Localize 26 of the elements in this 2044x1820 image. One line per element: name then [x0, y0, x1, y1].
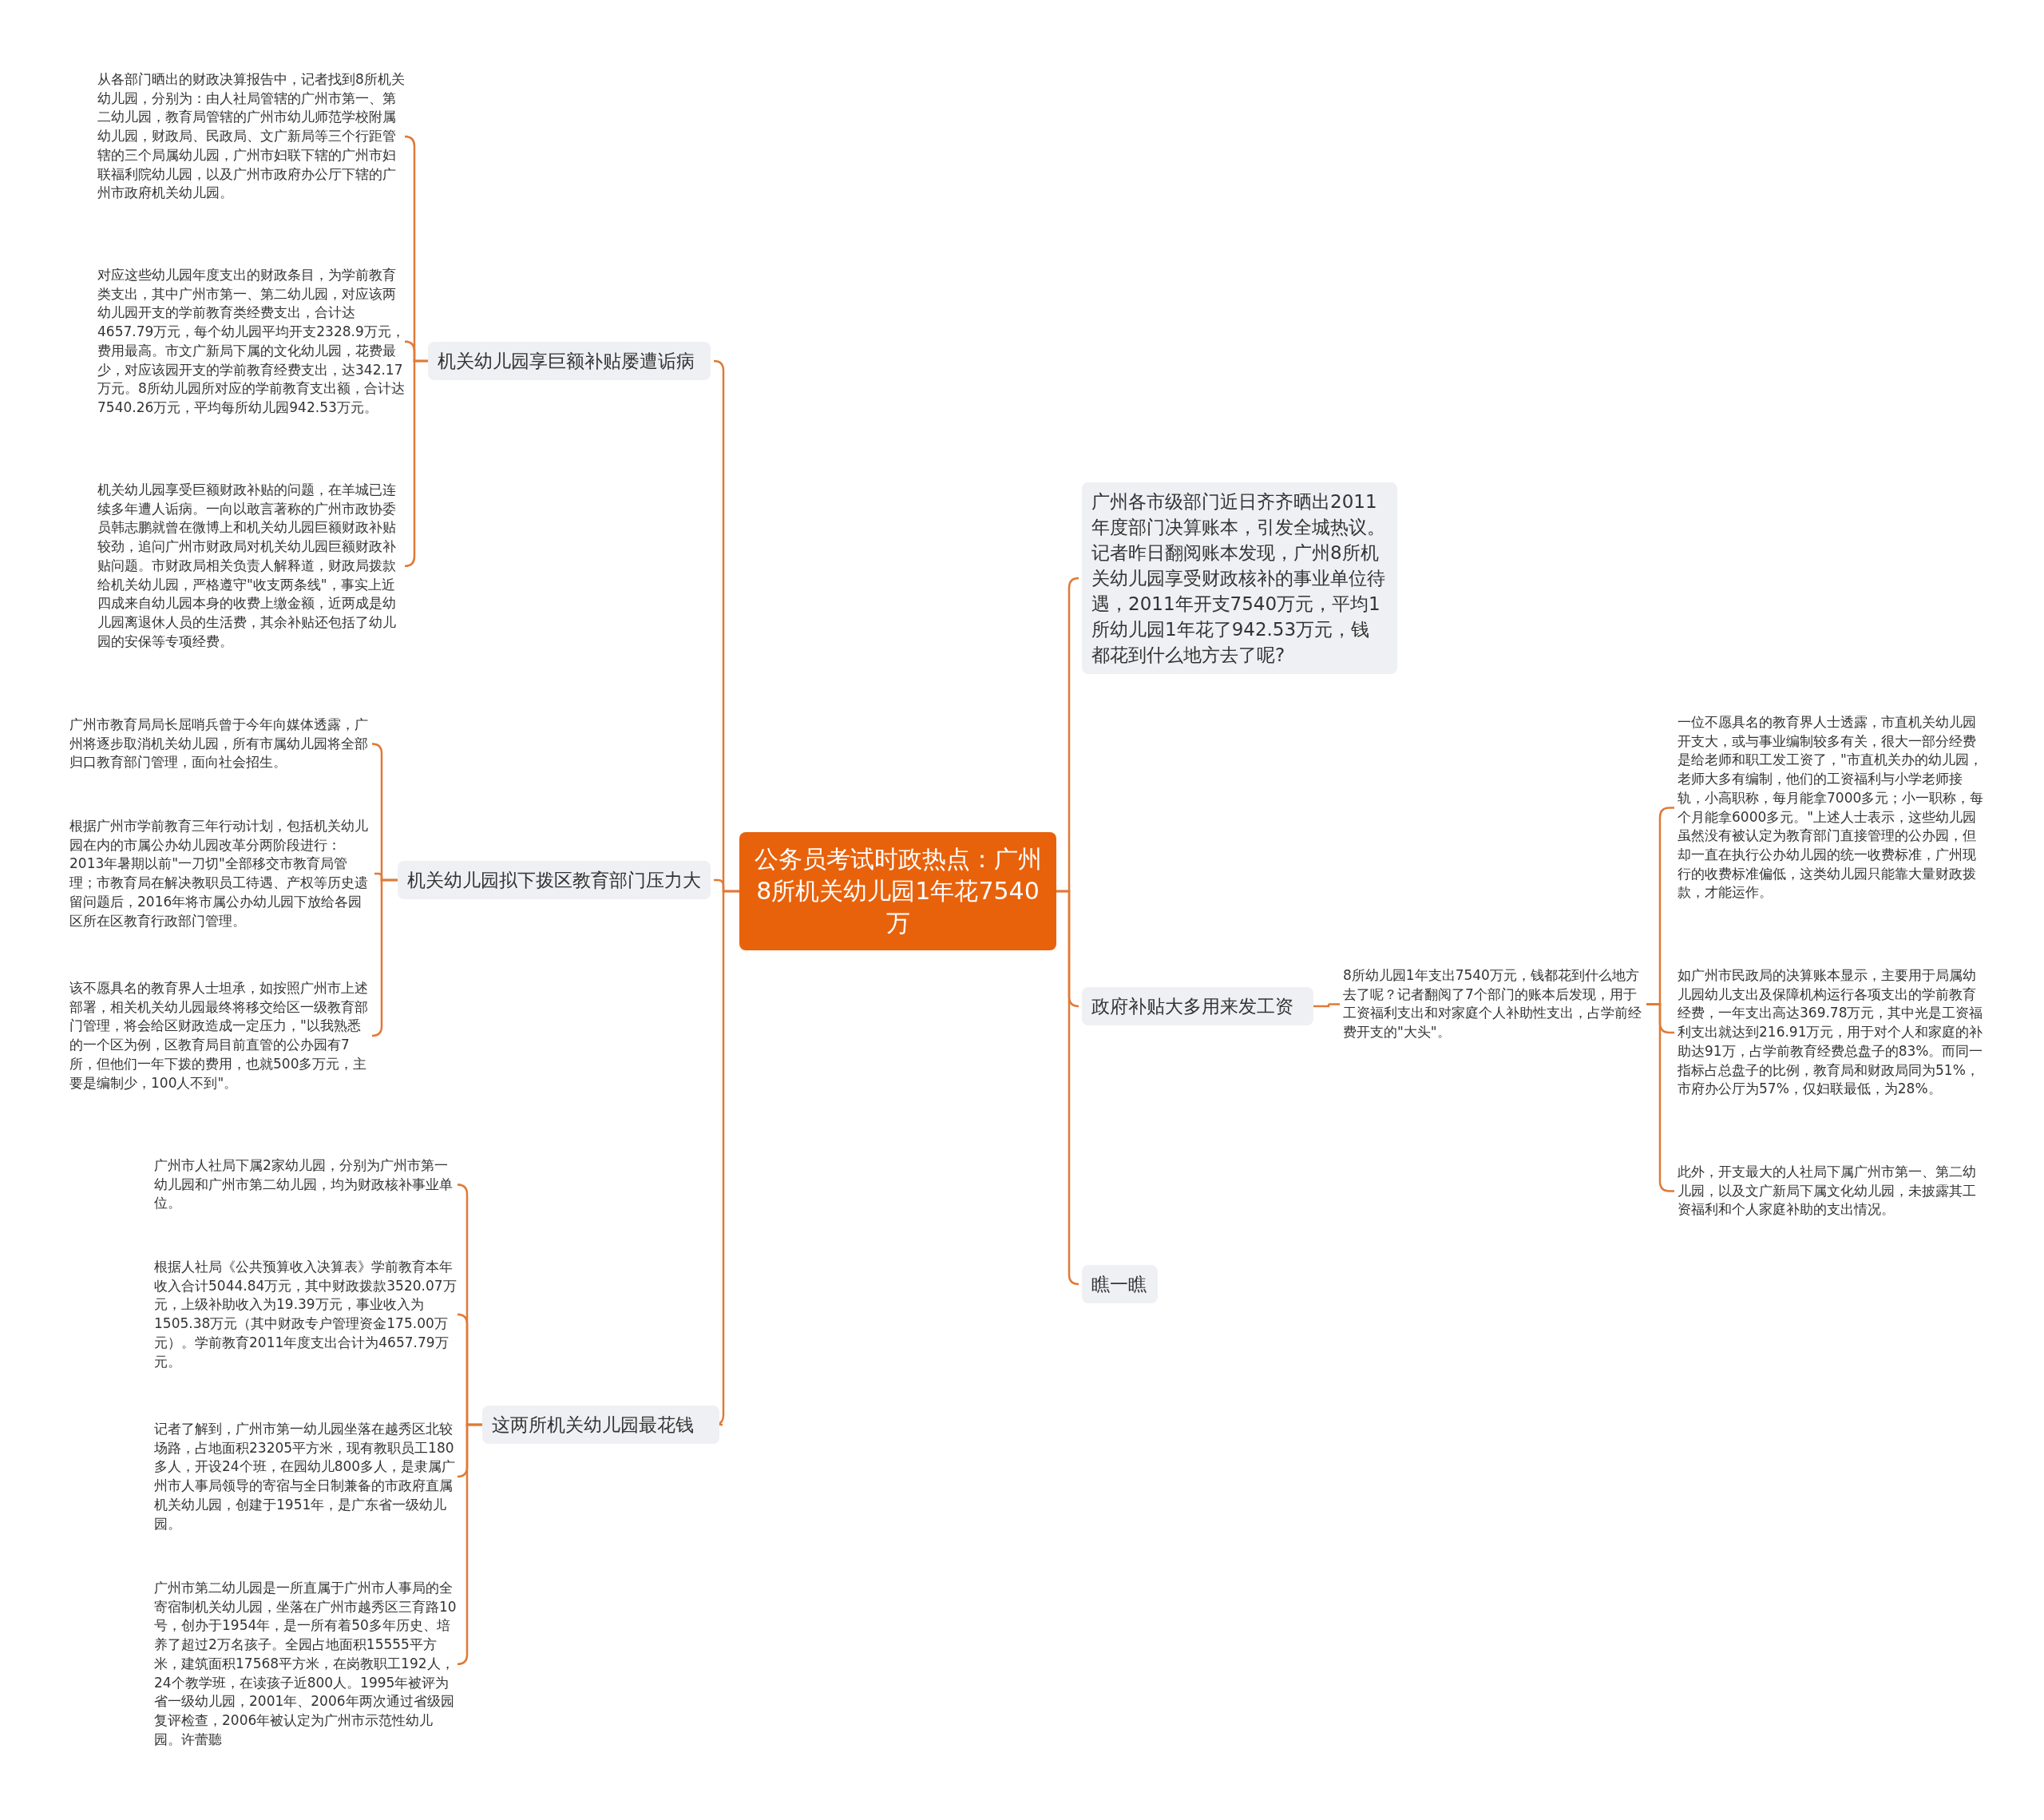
connector-line — [456, 1423, 482, 1665]
note-text: 根据人社局《公共预算收入决算表》学前教育本年收入合计5044.84万元，其中财政拨款3520.07万元，上级补助收入为19.39万元，事业收入为1505.38万元（其中财政专户管理资金175.00万元）。学前教育2011年度支出合计为4657.79万元。 — [154, 1258, 458, 1372]
note-text: 一位不愿具名的教育界人士透露，市直机关幼儿园开支大，或与事业编制较多有关，很大一部分经费是给老师和职工发工资了，"市直机关办的幼儿园，老师大多有编制，他们的工资福利与小学老师接轨，小高职称，每月能拿7000多元；小一职称，每个月能拿6000多元。"上述人士表示，这些幼儿园虽然没有被认定为教育部门直接管理的公办园，但却一直在执行公办幼儿园的统一收费标准，广州现行的收费标准偏低，这类幼儿园只能靠大量财政拨款，才能运作。 — [1678, 713, 1985, 903]
topic-box: 政府补贴大多用来发工资 — [1082, 987, 1313, 1025]
note-text: 对应这些幼儿园年度支出的财政条目，为学前教育类支出，其中广州市第一、第二幼儿园，对应该两幼儿园开支的学前教育类经费支出，合计达4657.79万元，每个幼儿园平均开支2328.9万元，费用最高。市文广新局下属的文化幼儿园，花费最少，对应该园开支的学前教育经费支出，达342.17万元。8所幼儿园所对应的学前教育支出额，合计达7540.26万元，平均每所幼儿园942.53万元。 — [97, 266, 405, 418]
note-text: 广州市人社局下属2家幼儿园，分别为广州市第一幼儿园和广州市第二幼儿园，均为财政核补事业单位。 — [154, 1156, 458, 1214]
topic-box: 瞧一瞧 — [1082, 1265, 1158, 1303]
connector-line — [1056, 890, 1080, 1286]
connector-line — [403, 359, 428, 567]
note-text: 该不愿具名的教育界人士坦承，如按照广州市上述部署，相关机关幼儿园最终将移交给区一级教育部门管理，将会给区财政造成一定压力，"以我熟悉的一个区为例，区教育局目前直管的公办园有7所，但他们一年下拨的费用，也就500多万元，主要是编制少，100人不到"。 — [69, 979, 371, 1093]
topic-box: 机关幼儿园享巨额补贴屡遭诟病 — [428, 342, 711, 380]
topic-box: 机关幼儿园拟下拨区教育部门压力大 — [398, 861, 711, 899]
note-text: 8所幼儿园1年支出7540万元，钱都花到什么地方去了呢？记者翻阅了7个部门的账本后发现，用于工资福利支出和对家庭个人补助性支出，占学前经费开支的"大头"。 — [1343, 966, 1646, 1042]
central-topic-box: 公务员考试时政热点：广州8所机关幼儿园1年花7540万 — [739, 832, 1056, 950]
note-text: 根据广州市学前教育三年行动计划，包括机关幼儿园在内的市属公办幼儿园改革分两阶段进行：2013年暑期以前"一刀切"全部移交市教育局管理；市教育局在解决教职员工待遇、产权等历史遗留问题后，2016年将市属公办幼儿园下放给各园区所在区教育行政部门管理。 — [69, 817, 371, 931]
note-text: 广州市教育局局长屈哨兵曾于今年向媒体透露，广州将逐步取消机关幼儿园，所有市属幼儿园将全部归口教育部门管理，面向社会招生。 — [69, 716, 371, 773]
topic-box: 这两所机关幼儿园最花钱 — [482, 1406, 719, 1444]
note-text: 广州市第二幼儿园是一所直属于广州市人事局的全寄宿制机关幼儿园，坐落在广州市越秀区三育路10号，创办于1954年，是一所有着50多年历史、培养了超过2万名孩子。全园占地面积15555平方米，建筑面积17568平方米，在岗教职工192人，24个教学班，在读孩子近800人。1995年被评为省一级幼儿园，2001年、2006年两次通过省级园复评检查，2006年被认定为广州市示范性幼儿园。许蕾聽 — [154, 1579, 458, 1750]
connector-line — [370, 878, 398, 1037]
note-text: 机关幼儿园享受巨额财政补贴的问题，在羊城已连续多年遭人诟病。一向以敢言著称的广州市政协委员韩志鹏就曾在微博上和机关幼儿园巨额财政补贴较劲，追问广州市财政局对机关幼儿园巨额财政补贴问题。市财政局相关负责人解释道，财政局拨款给机关幼儿园，严格遵守"收支两条线"，事实上近四成来自幼儿园本身的收费上缴金额，近两成是幼儿园离退休人员的生活费，其余补贴还包括了幼儿园的安保等专项经费。 — [97, 481, 405, 652]
note-text: 如广州市民政局的决算账本显示，主要用于局属幼儿园幼儿支出及保障机构运行各项支出的学前教育经费，一年支出高达369.78万元，其中光是工资福利支出就达到216.91万元，用于对个人和家庭的补助达91万，占学前教育经费总盘子的83%。而同一指标占总盘子的比例，教育局和财政局同为51%，市府办公厅为57%，仅妇联最低，为28%。 — [1678, 966, 1985, 1099]
note-text: 此外，开支最大的人社局下属广州市第一、第二幼儿园，以及文广新局下属文化幼儿园，未披露其工资福利和个人家庭补助的支出情况。 — [1678, 1163, 1985, 1220]
note-text: 记者了解到，广州市第一幼儿园坐落在越秀区北较场路，占地面积23205平方米，现有教职员工180多人，开设24个班，在园幼儿800多人，是隶属广州市人事局领导的寄宿与全日制兼备的市政府直属机关幼儿园，创建于1951年，是广东省一级幼儿园。 — [154, 1420, 458, 1534]
note-text: 从各部门晒出的财政决算报告中，记者找到8所机关幼儿园，分别为：由人社局管辖的广州市第一、第二幼儿园，教育局管辖的广州市幼儿师范学校附属幼儿园，财政局、民政局、文广新局等三个行距管辖的三个局属幼儿园，广州市妇联下辖的广州市妇联福利院幼儿园，以及广州市政府办公厅下辖的广州市政府机关幼儿园。 — [97, 70, 405, 203]
topic-box: 广州各市级部门近日齐齐晒出2011年度部门决算账本，引发全城热议。记者昨日翻阅账本发现，广州8所机关幼儿园享受财政核补的事业单位待遇，2011年开支7540万元，平均1所幼儿园1年花了942.53万元，钱都花到什么地方去了呢? — [1082, 482, 1397, 674]
connector-line — [1313, 1003, 1340, 1008]
